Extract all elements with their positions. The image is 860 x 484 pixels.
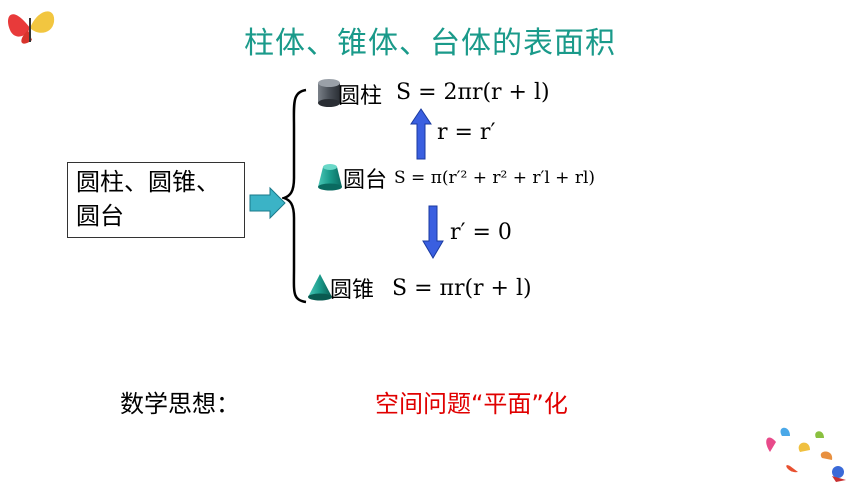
up-arrow-label: r = r′ — [437, 120, 496, 145]
solids-line-1: 圆柱、圆锥、 — [76, 168, 220, 196]
solids-box: 圆柱、圆锥、 圆台 — [67, 162, 245, 238]
cylinder-icon — [318, 79, 340, 107]
cone-icon — [308, 274, 332, 301]
page-title: 柱体、锥体、台体的表面积 — [244, 26, 616, 61]
frustum-formula: S = π(r′² + r² + r′l + rl) — [394, 168, 596, 188]
cylinder-label: 圆柱 — [338, 84, 383, 109]
butterflies-icon — [766, 427, 846, 482]
down-arrow-icon — [422, 205, 444, 259]
butterfly-icon — [8, 11, 55, 44]
cone-formula: S = πr(r + l) — [392, 276, 532, 301]
curly-brace — [282, 88, 307, 304]
down-arrow-label: r′ = 0 — [450, 220, 512, 245]
right-arrow-icon — [249, 186, 286, 220]
frustum-label: 圆台 — [343, 168, 388, 193]
thinking-label: 数学思想： — [120, 390, 240, 418]
frustum-icon — [318, 164, 342, 191]
thinking-value: 空间问题“平面”化 — [375, 390, 568, 418]
cylinder-formula: S = 2πr(r + l) — [396, 80, 550, 105]
cone-label: 圆锥 — [330, 278, 375, 303]
solids-line-2: 圆台 — [76, 202, 124, 230]
up-arrow-icon — [410, 108, 432, 160]
